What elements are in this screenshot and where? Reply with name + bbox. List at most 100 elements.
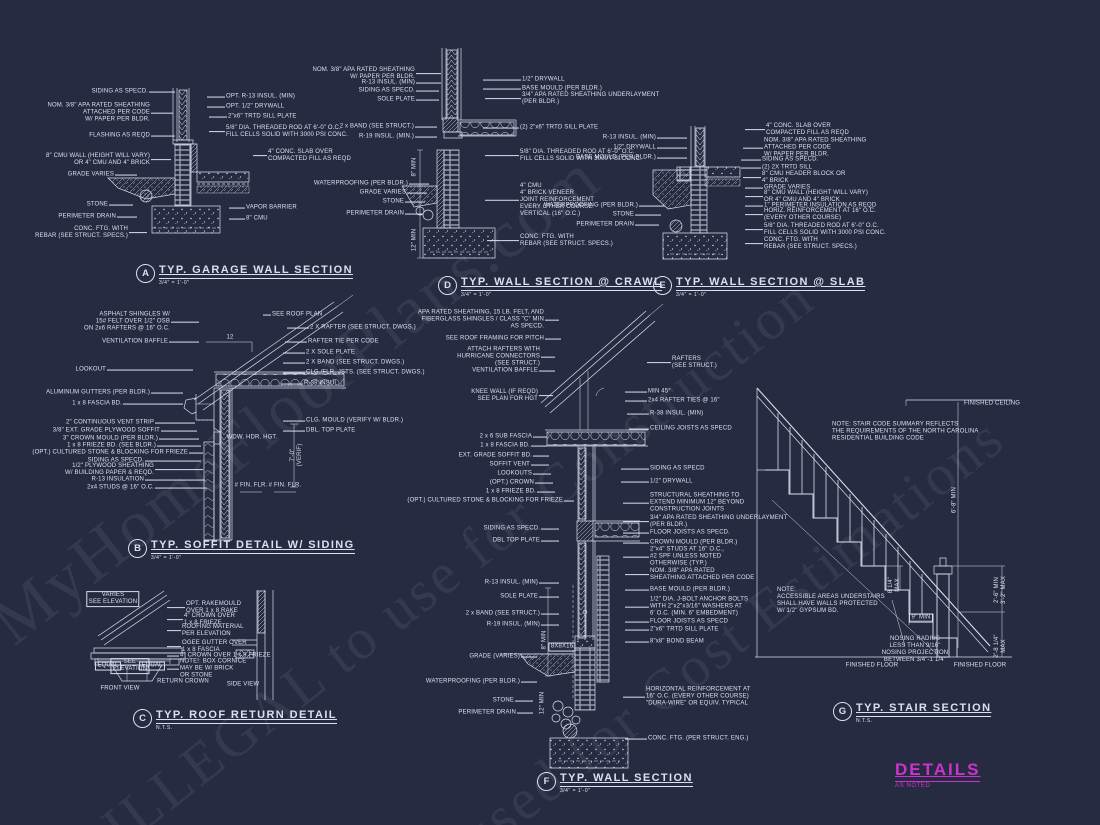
leader-line xyxy=(515,700,533,702)
leader-line xyxy=(545,338,561,340)
annotation-label: 1/2" DRYWALL xyxy=(613,145,688,152)
annotation-label: SEE ROOF FRAMING FOR PITCH xyxy=(446,336,562,343)
annotation-label: 4" CROWN OVER 1 x 8 FRIEZE xyxy=(166,653,271,660)
annotation-label: SOLE PLATE xyxy=(377,97,440,104)
leader-line xyxy=(161,430,197,432)
annotation-label: PERIMETER DRAIN xyxy=(58,214,138,221)
leader-line xyxy=(627,413,649,415)
detail-scale-text: 3/4" = 1'-0" xyxy=(560,787,591,794)
detail-title-text: TYP. SOFFIT DETAIL W/ SIDING xyxy=(151,539,355,554)
detail-b-drawing xyxy=(184,295,353,540)
annotation-label: 8" MIN xyxy=(411,157,418,177)
leader-line xyxy=(541,528,559,530)
leader-line xyxy=(151,392,183,394)
leader-line xyxy=(635,214,661,216)
leader-line xyxy=(416,82,441,84)
leader-line xyxy=(407,192,427,194)
annotation-label: WATERPROOFING (PER BLDR.) xyxy=(426,679,538,686)
annotation-label: STONE xyxy=(613,212,662,219)
annotation-label: NOTE!: BOX CORNICE MAY BE W/ BRICK OR ST… xyxy=(166,659,246,680)
leader-line xyxy=(625,574,649,576)
annotation-label: OPT. RAKEMOULD OVER 1 x 8 RAKE xyxy=(166,601,241,615)
detail-scale-text: 3/4" = 1'-0" xyxy=(461,291,492,298)
annotation-label: WATERPROOFING (PER BLDR.) xyxy=(314,181,430,188)
annotation-label: HORIZONTAL REINFORCEMENT AT 16" O.C. (EV… xyxy=(622,687,751,708)
annotation-label: 4" CROWN OVER 1 x 8 FRIEZE xyxy=(166,613,235,627)
annotation-label: SIDING AS SPECD. xyxy=(740,157,818,164)
annotation-label: 1" PERIMETER INSULATION AS REQD xyxy=(744,203,876,210)
leader-line xyxy=(167,607,185,609)
leader-line xyxy=(533,473,551,475)
leader-line xyxy=(745,205,763,207)
leader-line xyxy=(145,460,201,462)
annotation-label: R-13 INSULATION xyxy=(92,477,206,484)
annotation-label: MIN 45° xyxy=(624,389,671,396)
annotation-label: KNEE WALL (IF REQD) SEE PLAN FOR HGT xyxy=(471,389,554,403)
sheet-title-text: DETAILS xyxy=(895,760,981,782)
annotation-label: R-13 INSUL. (MIN) xyxy=(485,580,560,587)
annotation-label: 6'-8" MIN xyxy=(951,487,958,513)
annotation-label: VENTILATION BAFFLE xyxy=(102,339,200,346)
annotation-label: BASE MOULD (PER BLDR.) xyxy=(482,86,602,93)
annotation-label: EQUAL xyxy=(94,661,122,671)
annotation-label: 2"x6" TRTD SILL PLATE xyxy=(208,114,297,121)
annotation-label: FINISHED FLOOR xyxy=(845,662,899,669)
leader-line xyxy=(539,582,559,584)
leader-line xyxy=(521,681,537,683)
annotation-label: 8" CMU WALL (HEIGHT WILL VARY) OR 4" CMU… xyxy=(744,190,868,204)
leader-line xyxy=(167,668,179,670)
annotation-label: ATTACH RAFTERS WITH HURRICANE CONNECTORS… xyxy=(457,347,556,368)
leader-line xyxy=(629,428,649,430)
annotation-label: NOM. 3/8" APA RATED SHEATHING ATTACHED P… xyxy=(47,103,174,124)
annotation-label: SIDING AS SPECD. xyxy=(88,458,202,465)
leader-line xyxy=(531,464,549,466)
detail-title-text: TYP. STAIR SECTION xyxy=(856,702,992,717)
leader-line xyxy=(169,341,199,343)
annotation-label: 12 xyxy=(226,334,234,341)
leader-line xyxy=(409,183,429,185)
annotation-label: LOOKOUT xyxy=(76,367,194,374)
annotation-label: 2'-8 1/4" MAX xyxy=(994,634,1007,658)
annotation-label: OPT. 1/2" DRYWALL xyxy=(206,104,284,111)
leader-line xyxy=(743,177,761,179)
leader-line xyxy=(657,157,687,159)
leader-line xyxy=(741,159,761,161)
detail-scale-text: N.T.S. xyxy=(856,717,873,724)
leader-line xyxy=(745,243,763,245)
annotation-label: SIDE VIEW xyxy=(226,681,260,688)
annotation-label: FLASHING AS REQD xyxy=(89,133,176,140)
annotation-label: NOM. 3/8" APA RATED SHEATHING ATTACHED P… xyxy=(624,568,754,582)
leader-line xyxy=(741,167,761,169)
annotation-label: 1 x 8 FASCIA BD. xyxy=(72,401,184,408)
annotation-label: R-19 INSUL. (MIN.) xyxy=(359,134,438,141)
leader-line xyxy=(151,112,173,114)
annotation-label: 1/2" PLYWOOD SHEATHING W/ BUILDING PAPER… xyxy=(65,463,204,477)
annotation-label: 2 x BAND (SEE STRUCT.) xyxy=(466,611,560,618)
leader-line xyxy=(415,126,437,128)
annotation-label: EQUAL xyxy=(138,661,166,671)
detail-scale-text: N.T.S. xyxy=(156,724,173,731)
annotation-label: RAFTER TIE PER CODE xyxy=(284,339,379,346)
annotation-label: SEE ELEVATION xyxy=(110,658,150,674)
annotation-label: VAPOR BARRIER xyxy=(228,205,297,212)
leader-line xyxy=(625,391,647,393)
detail-scale-text: 3/4" = 1'-0" xyxy=(676,291,707,298)
leader-line xyxy=(209,116,227,118)
leader-line xyxy=(521,656,537,658)
annotation-label: 9" MIN xyxy=(908,613,934,623)
annotation-label: R-19 INSUL. (MIN) xyxy=(487,622,560,629)
annotation-label: CONC. FTG. WITH REBAR (SEE STRUCT. SPECS… xyxy=(486,234,613,248)
leader-line xyxy=(167,619,183,621)
annotation-label: 8"x8" BOND BEAM xyxy=(624,639,704,646)
annotation-label: GRADE VARIES xyxy=(360,190,428,197)
annotation-label: HORIZ. REINFORCEMENT AT 16" O.C. (EVERY … xyxy=(744,208,876,222)
annotation-label: 2x4 RAFTER TIES @ 16" xyxy=(624,398,720,405)
leader-line xyxy=(405,213,423,215)
annotation-label: 12" MIN xyxy=(539,691,546,715)
annotation-label: 3/8" EXT. GRADE PLYWOOD SOFFIT xyxy=(53,428,198,435)
annotation-label: OPT. R-13 INSUL. (MIN) xyxy=(206,94,295,101)
leader-line xyxy=(623,502,649,504)
detail-title-text: TYP. WALL SECTION @ CRAWL xyxy=(461,276,663,291)
